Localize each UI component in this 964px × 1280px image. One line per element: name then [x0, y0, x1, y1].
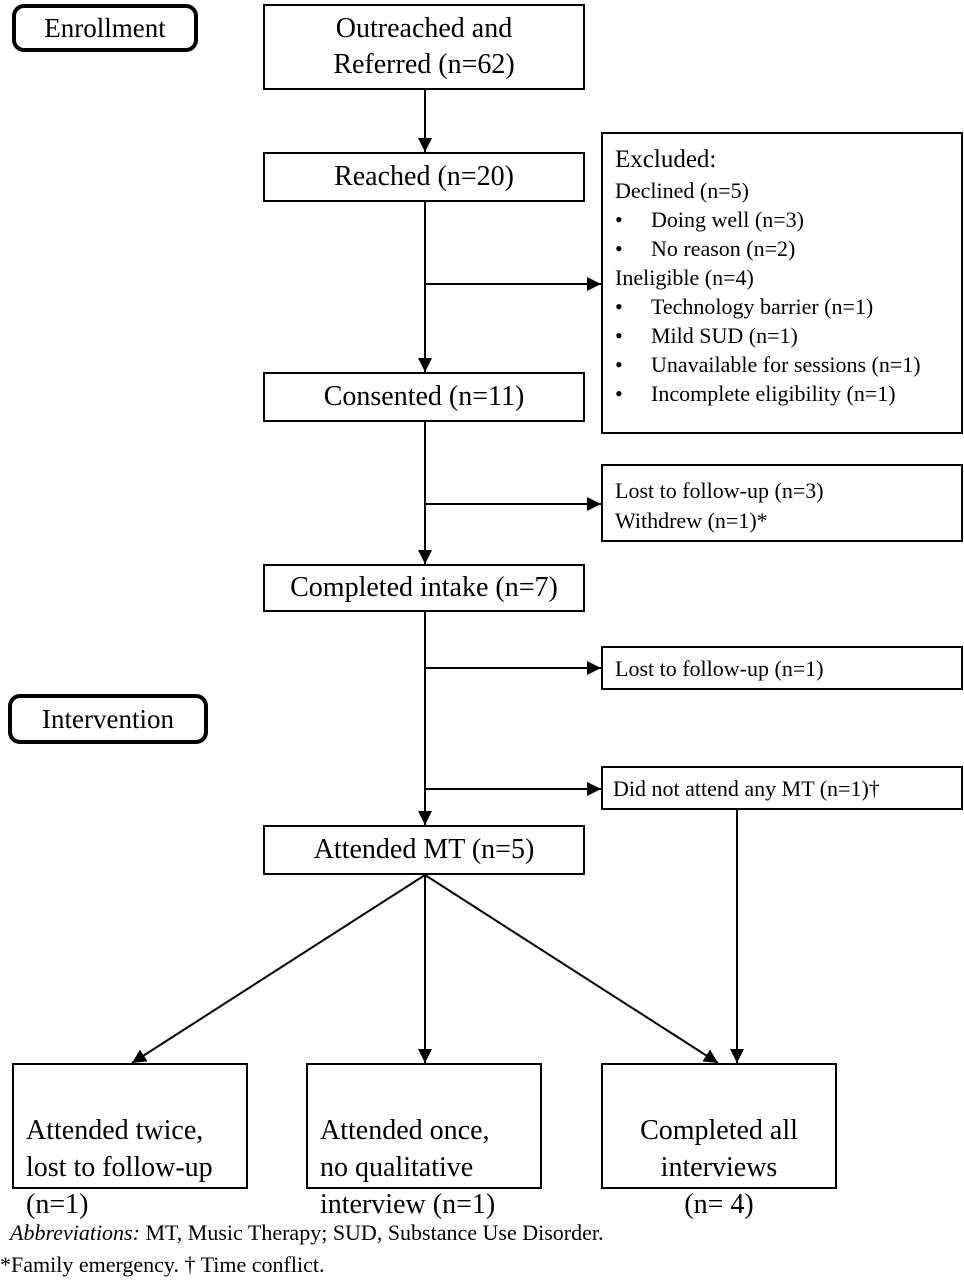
box-lost-after-intake: Lost to follow-up (n=1)	[601, 646, 963, 690]
abbreviations-text: MT, Music Therapy; SUD, Substance Use Di…	[139, 1220, 604, 1245]
bullet-icon: •	[615, 294, 623, 319]
excluded-ineligible: Ineligible (n=4)	[615, 265, 754, 290]
box-attended-twice-label: Attended twice, lost to follow-up (n=1)	[26, 1115, 213, 1220]
box-consented: Consented (n=11)	[263, 372, 585, 422]
box-completed-intake-label: Completed intake (n=7)	[290, 572, 558, 603]
excluded-ineligible-item: •Incomplete eligibility (n=1)	[615, 381, 896, 406]
stage-intervention-label: Intervention	[42, 703, 174, 734]
arrow-to-completed-all	[424, 874, 719, 1064]
box-attended-once: Attended once, no qualitative interview …	[306, 1063, 542, 1220]
bullet-icon: •	[615, 323, 623, 348]
did-not-attend-label: Did not attend any MT (n=1)†	[613, 776, 880, 801]
box-reached-label: Reached (n=20)	[334, 161, 514, 192]
excluded-ineligible-item: •Technology barrier (n=1)	[615, 294, 874, 319]
box-attended-twice: Attended twice, lost to follow-up (n=1)	[12, 1063, 248, 1220]
abbreviations-label: Abbreviations:	[10, 1220, 140, 1245]
box-reached: Reached (n=20)	[263, 152, 585, 202]
box-outreached: Outreached and Referred (n=62)	[263, 4, 585, 90]
box-completed-all-label: Completed all interviews (n= 4)	[640, 1115, 798, 1220]
box-completed-intake: Completed intake (n=7)	[263, 564, 585, 612]
box-lost-after-consent: Lost to follow-up (n=3) Withdrew (n=1)*	[601, 464, 963, 542]
excluded-declined: Declined (n=5)	[615, 178, 749, 203]
bullet-icon: •	[615, 352, 623, 377]
excluded-ineligible-item: •Unavailable for sessions (n=1)	[615, 352, 921, 377]
box-completed-all: Completed all interviews (n= 4)	[601, 1063, 837, 1220]
lost-after-intake-label: Lost to follow-up (n=1)	[615, 656, 824, 681]
footer-abbreviations: Abbreviations: MT, Music Therapy; SUD, S…	[10, 1218, 604, 1248]
lost-after-consent-line1: Lost to follow-up (n=3)	[615, 478, 824, 503]
excluded-declined-item: •No reason (n=2)	[615, 236, 796, 261]
box-outreached-label: Outreached and Referred (n=62)	[333, 13, 515, 80]
lost-after-consent-line2: Withdrew (n=1)*	[615, 508, 768, 533]
box-consented-label: Consented (n=11)	[323, 381, 525, 412]
footer-note-text: *Family emergency. † Time conflict.	[0, 1252, 325, 1277]
excluded-title: Excluded:	[615, 146, 717, 173]
box-did-not-attend: Did not attend any MT (n=1)†	[601, 766, 963, 810]
arrow-to-attended-twice	[131, 874, 426, 1064]
box-attended-mt: Attended MT (n=5)	[263, 825, 585, 875]
stage-enrollment: Enrollment	[12, 4, 198, 52]
stage-intervention: Intervention	[8, 694, 208, 744]
excluded-declined-item: •Doing well (n=3)	[615, 207, 804, 232]
bullet-icon: •	[615, 207, 623, 232]
stage-enrollment-label: Enrollment	[44, 12, 166, 43]
box-attended-once-label: Attended once, no qualitative interview …	[320, 1115, 496, 1220]
box-attended-mt-label: Attended MT (n=5)	[313, 834, 535, 865]
bullet-icon: •	[615, 381, 623, 406]
box-excluded: Excluded: Declined (n=5) •Doing well (n=…	[601, 132, 963, 434]
excluded-ineligible-item: •Mild SUD (n=1)	[615, 323, 798, 348]
footer-note: *Family emergency. † Time conflict.	[0, 1250, 324, 1280]
bullet-icon: •	[615, 236, 623, 261]
